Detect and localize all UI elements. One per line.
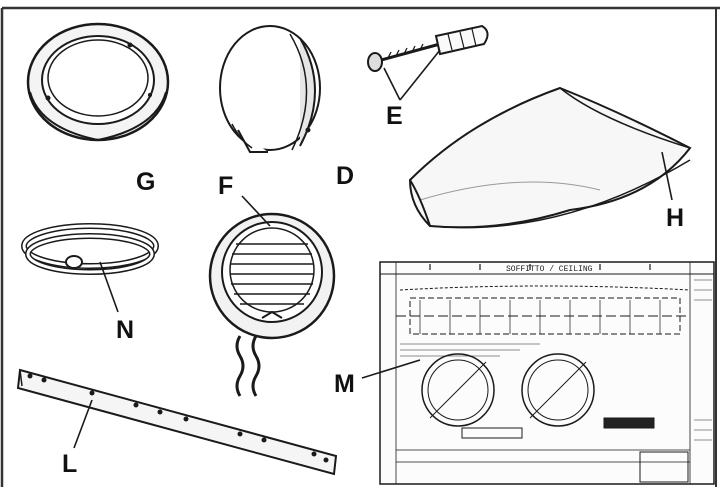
open-band-ring-illustration (219, 25, 321, 153)
screw-and-wall-plug-illustration (367, 24, 489, 101)
part-label-g: G (136, 168, 156, 196)
part-label-m: M (334, 370, 355, 398)
part-label-f: F (218, 172, 234, 200)
coiled-hose-illustration (21, 223, 159, 313)
part-label-e: E (386, 102, 403, 130)
part-label-h: H (666, 204, 685, 232)
part-label-n: N (116, 316, 135, 344)
part-label-l: L (62, 450, 78, 478)
template-header-text: SOFFITTO / CEILING (506, 265, 593, 274)
ring-flange-illustration (26, 22, 170, 142)
installation-template-illustration (361, 261, 715, 485)
vent-grille-illustration (208, 195, 336, 397)
bracket-bar-illustration (16, 368, 338, 476)
curved-sheet-illustration (408, 86, 692, 229)
part-label-d: D (336, 162, 355, 190)
